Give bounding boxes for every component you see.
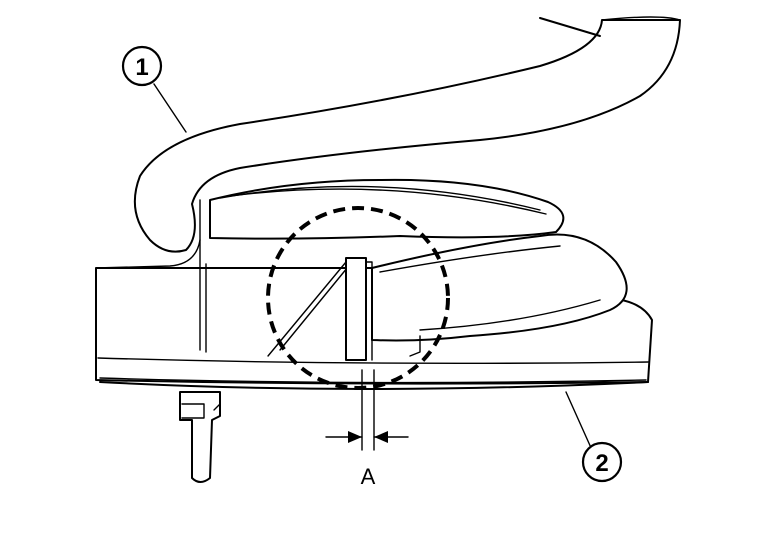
dimension-a: A xyxy=(325,369,409,489)
upper-insulator xyxy=(209,178,565,240)
coil-spring xyxy=(133,16,681,253)
callout-2-label: 2 xyxy=(595,450,608,477)
callout-2: 2 xyxy=(565,391,623,483)
seat-ring xyxy=(371,233,628,357)
callout-1-label: 1 xyxy=(135,54,148,81)
flange-section xyxy=(345,257,373,361)
dimension-label: A xyxy=(361,464,376,489)
locating-pin xyxy=(179,391,221,483)
inspection-circle xyxy=(266,206,450,390)
dimension-arrow-right xyxy=(374,431,388,443)
dimension-arrow-left xyxy=(348,431,362,443)
callout-1: 1 xyxy=(121,45,187,133)
